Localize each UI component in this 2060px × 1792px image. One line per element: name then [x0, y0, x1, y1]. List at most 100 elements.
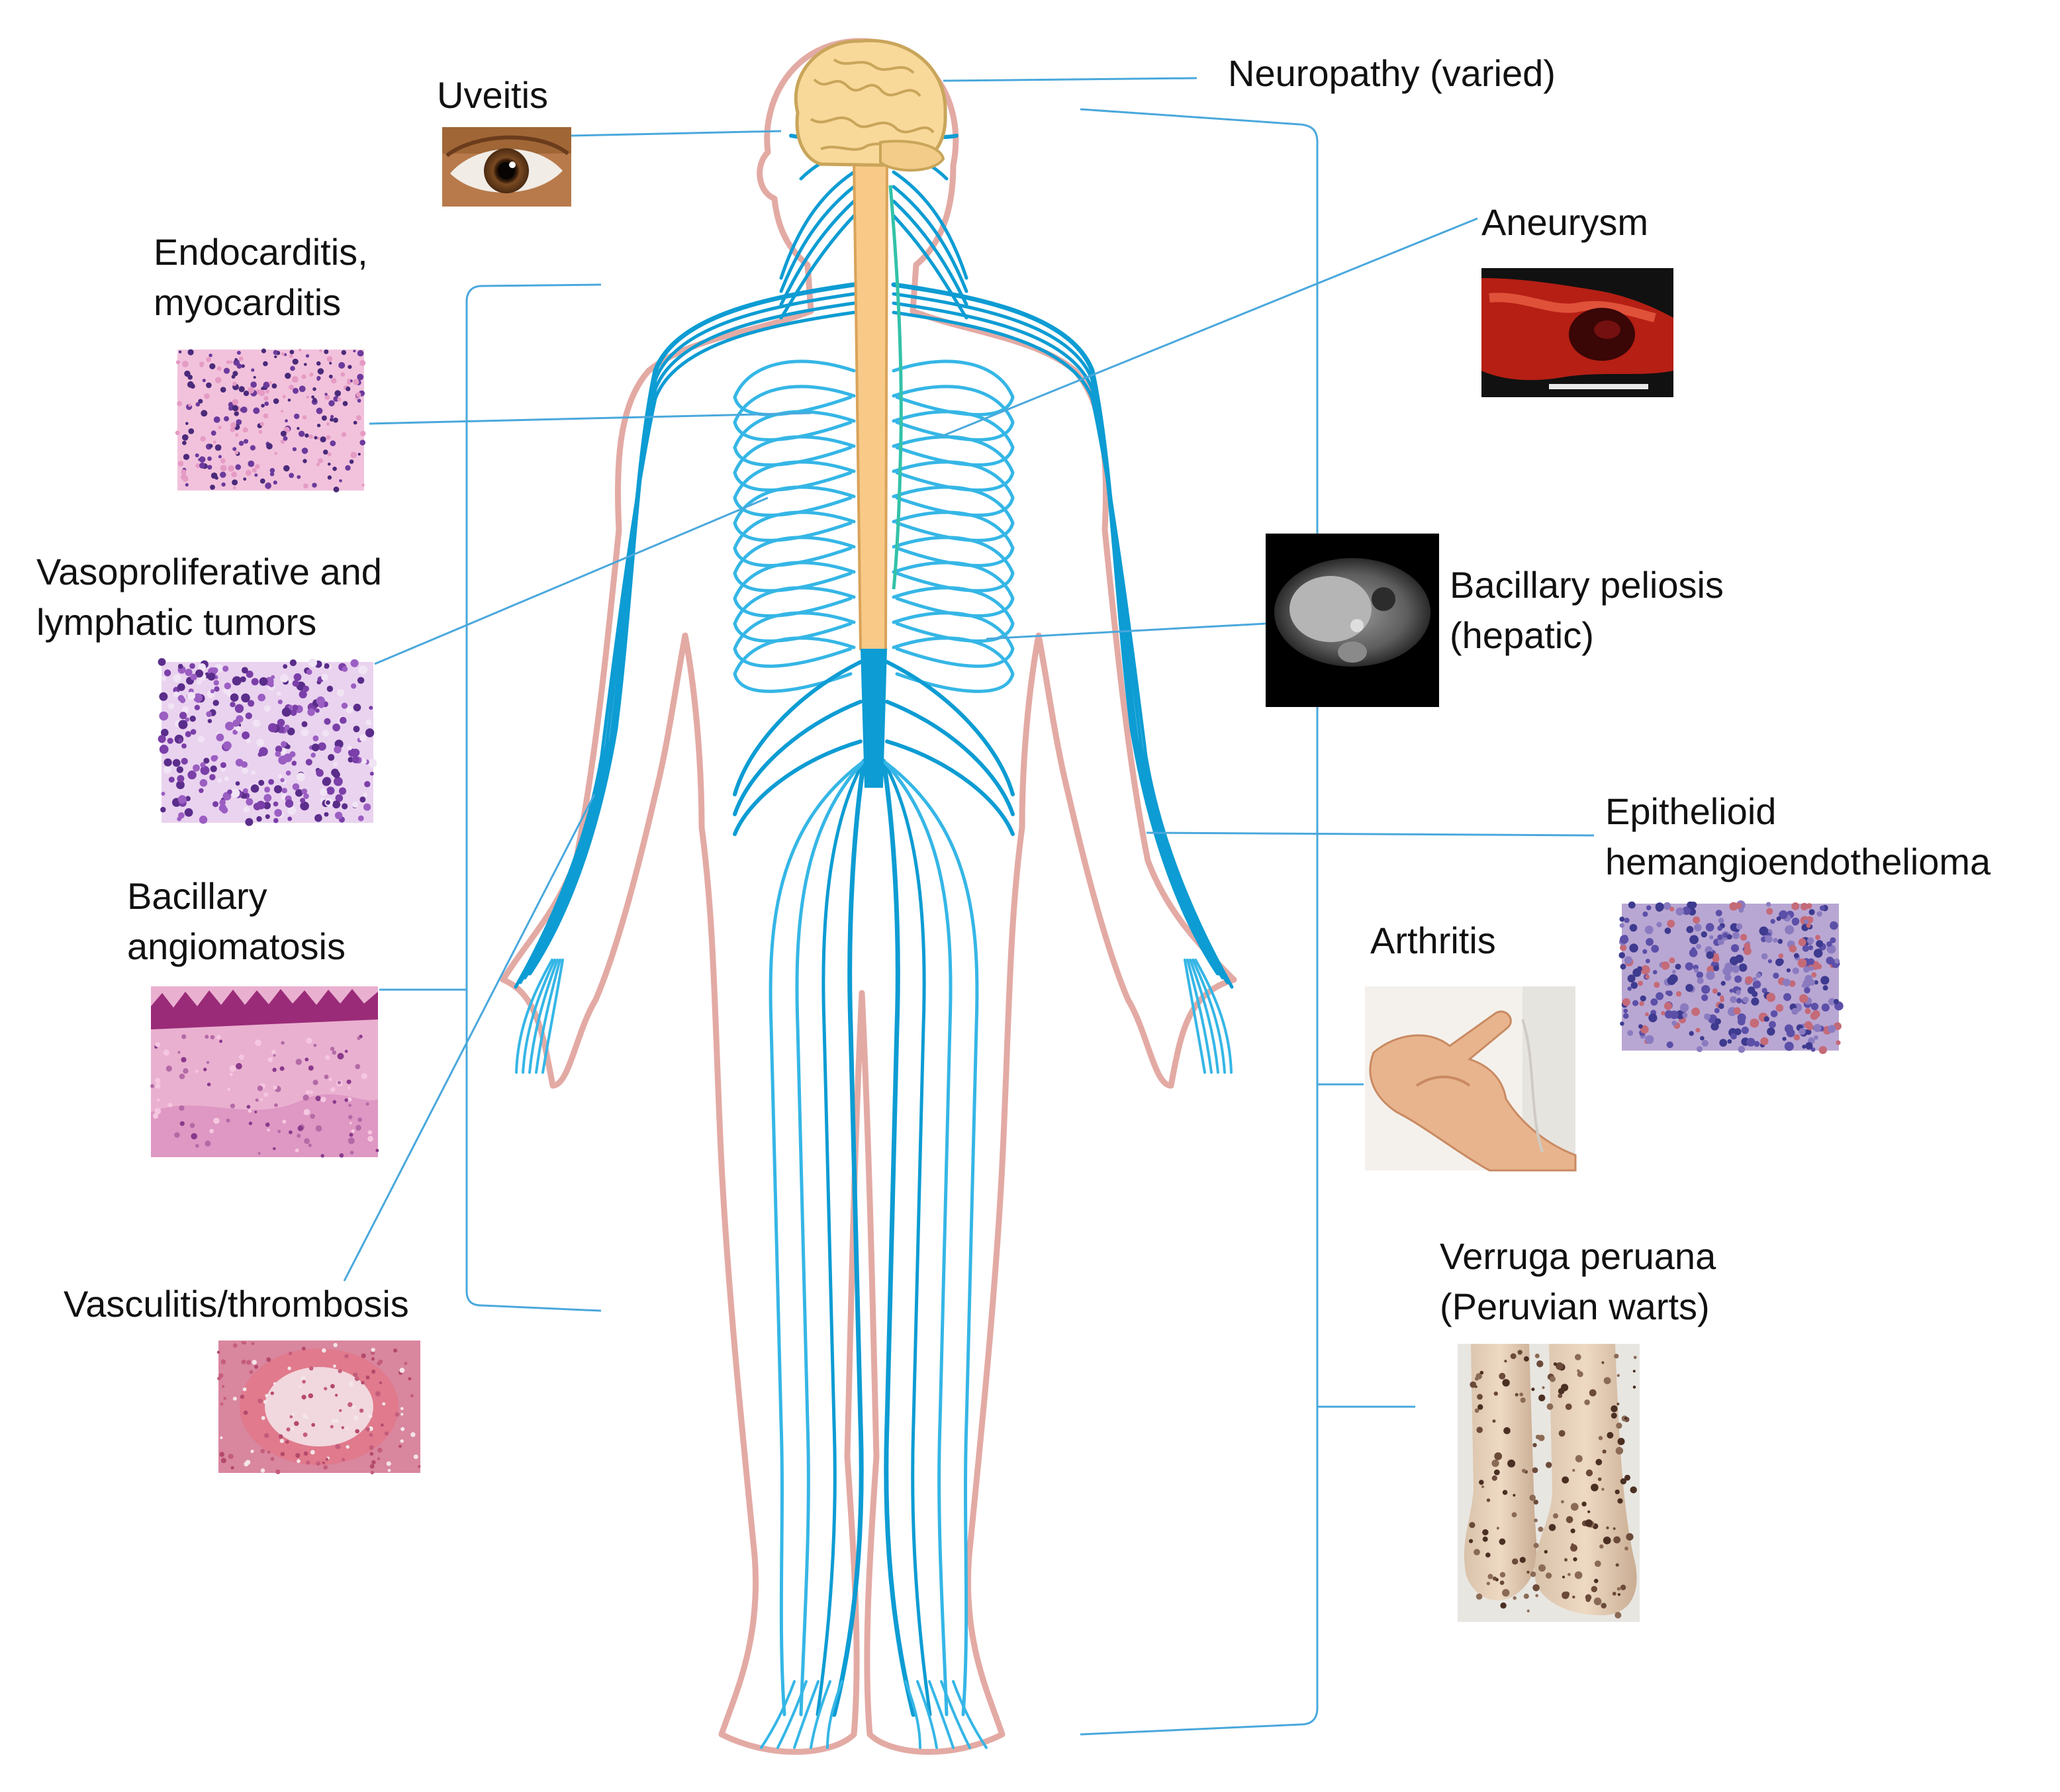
- texture-dot: [216, 366, 222, 371]
- texture-dot: [242, 788, 248, 794]
- texture-dot: [207, 456, 212, 461]
- texture-dot: [1655, 902, 1664, 912]
- texture-dot: [315, 1096, 321, 1102]
- texture-dot: [220, 471, 226, 478]
- texture-dot: [315, 708, 320, 713]
- texture-dot: [1720, 980, 1726, 986]
- texture-dot: [299, 385, 306, 393]
- texture-dot: [1797, 959, 1807, 968]
- texture-dot: [1724, 974, 1732, 981]
- texture-dot: [417, 1464, 421, 1468]
- texture-dot: [222, 665, 229, 672]
- texture-dot: [1810, 1002, 1819, 1011]
- finger-nerve-2-right: [1189, 959, 1219, 1074]
- texture-dot: [334, 812, 343, 820]
- texture-dot: [1737, 1013, 1746, 1022]
- texture-dot: [280, 778, 285, 782]
- histology-epithelioid: [1618, 900, 1844, 1055]
- body-outline: [500, 38, 1237, 1755]
- cervical-nerve-3-right: [892, 214, 968, 320]
- texture-dot: [210, 688, 215, 694]
- texture-dot: [1710, 1022, 1719, 1031]
- texture-dot: [355, 1064, 361, 1070]
- texture-dot: [214, 377, 222, 383]
- texture-dot: [273, 350, 278, 355]
- texture-dot: [319, 349, 322, 352]
- texture-dot: [323, 449, 328, 455]
- texture-dot: [321, 415, 327, 421]
- texture-dot: [359, 1408, 364, 1413]
- connector-peliosis: [986, 622, 1266, 640]
- texture-dot: [250, 1449, 254, 1453]
- texture-dot: [1469, 1522, 1475, 1529]
- texture-dot: [371, 1348, 375, 1352]
- texture-dot: [232, 1396, 237, 1401]
- texture-dot: [1502, 1489, 1508, 1495]
- texture-dot: [281, 1041, 285, 1045]
- texture-dot: [238, 386, 245, 393]
- texture-dot: [238, 356, 244, 361]
- texture-dot: [322, 1461, 325, 1464]
- texture-dot: [1566, 1516, 1573, 1523]
- texture-dot: [1747, 986, 1756, 994]
- texture-dot: [224, 777, 229, 782]
- texture-dot: [1792, 920, 1799, 926]
- texture-dot: [1776, 916, 1781, 921]
- arm-nerve-3-right: [892, 310, 1234, 989]
- labels: Neuropathy (varied) Uveitis Endocarditis…: [36, 52, 1991, 1327]
- texture-dot: [1828, 998, 1836, 1006]
- brain-folds: [810, 58, 935, 151]
- texture-dot: [326, 355, 333, 362]
- texture-dot: [1512, 1558, 1519, 1565]
- texture-dot: [313, 1043, 317, 1047]
- texture-dot: [258, 693, 266, 702]
- texture-dot: [275, 745, 283, 753]
- texture-dot: [348, 1137, 355, 1145]
- texture-dot: [230, 422, 236, 428]
- texture-dot: [264, 1433, 269, 1438]
- texture-dot: [330, 440, 336, 447]
- texture-dot: [246, 1105, 251, 1109]
- texture-dot: [1499, 1538, 1506, 1545]
- texture-dot: [177, 461, 184, 467]
- texture-dot: [211, 472, 218, 479]
- texture-dot: [220, 465, 227, 471]
- texture-dot: [400, 1427, 405, 1431]
- texture-dot: [1485, 1552, 1491, 1558]
- texture-dot: [250, 784, 259, 793]
- texture-dot: [289, 1130, 293, 1135]
- texture-dot: [1713, 965, 1720, 972]
- texture-dot: [222, 741, 232, 750]
- toe-nerve-2-left: [793, 1680, 819, 1749]
- leg-nerve-2-right: [882, 759, 953, 1717]
- texture-dot: [1599, 1544, 1604, 1549]
- texture-dot: [1752, 977, 1757, 982]
- texture-dot: [1546, 1462, 1552, 1468]
- toe-nerve-0-right: [952, 1680, 988, 1749]
- texture-dot: [256, 800, 265, 810]
- texture-dot: [1810, 1012, 1818, 1020]
- texture-dot: [1546, 1403, 1554, 1410]
- texture-dot: [1666, 1041, 1673, 1049]
- texture-dot: [220, 762, 226, 769]
- texture-dot: [1594, 1560, 1601, 1568]
- texture-dot: [301, 1346, 306, 1351]
- texture-dot: [200, 436, 206, 442]
- texture-dot: [1598, 1436, 1603, 1440]
- texture-dot: [1700, 1036, 1705, 1041]
- texture-dot: [1806, 937, 1814, 945]
- label-aneurysm: Aneurysm: [1481, 201, 1648, 243]
- finger-nerve-4-right: [1194, 959, 1233, 1074]
- texture-dot: [293, 673, 302, 681]
- texture-dot: [257, 1085, 263, 1092]
- texture-dot: [303, 1451, 308, 1456]
- texture-dot: [274, 355, 277, 359]
- texture-dot: [1565, 1403, 1572, 1410]
- texture-dot: [375, 1149, 379, 1153]
- leg-nerve-0-left: [831, 759, 866, 1717]
- texture-dot: [265, 1393, 269, 1397]
- texture-dot: [1544, 1550, 1548, 1554]
- texture-dot: [230, 1466, 234, 1470]
- texture-dot: [255, 1098, 259, 1102]
- texture-dot: [331, 769, 339, 777]
